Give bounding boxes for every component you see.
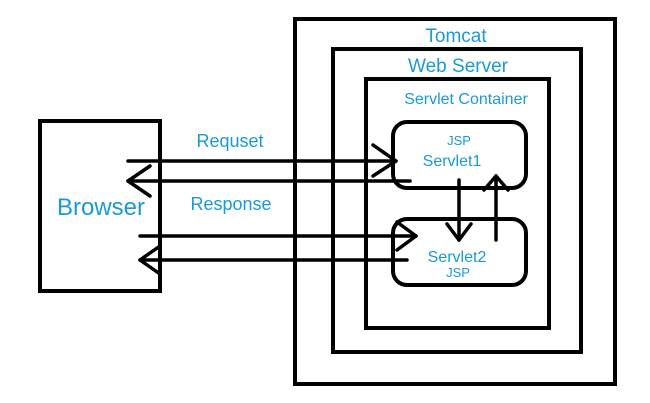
servlet-container-box: [364, 77, 551, 330]
web-server-box: [331, 47, 583, 354]
browser-box: [38, 119, 162, 293]
response-arrow-from-servlet1: [126, 164, 412, 198]
response-label: Response: [190, 194, 271, 214]
request-label: Requset: [196, 131, 263, 151]
forward-arrow-servlet1-to-servlet2: [445, 178, 473, 242]
servlet1-label: Servlet1: [423, 153, 482, 170]
request-arrow-to-servlet2: [138, 220, 418, 252]
web-server-label: Web Server: [408, 56, 509, 77]
servlet2-jsp-label: JSP: [446, 265, 470, 280]
response-arrow-from-servlet2: [138, 244, 409, 276]
forward-arrow-servlet2-to-servlet1: [482, 174, 510, 242]
tomcat-box: [293, 17, 617, 386]
tomcat-label: Tomcat: [425, 26, 487, 47]
request-arrow-to-servlet1: [126, 143, 398, 178]
servlet1-jsp-label: JSP: [447, 133, 471, 148]
browser-label: Browser: [57, 194, 145, 221]
servlet2-label: Servlet2: [428, 249, 487, 266]
servlet-container-label: Servlet Container: [404, 91, 528, 108]
